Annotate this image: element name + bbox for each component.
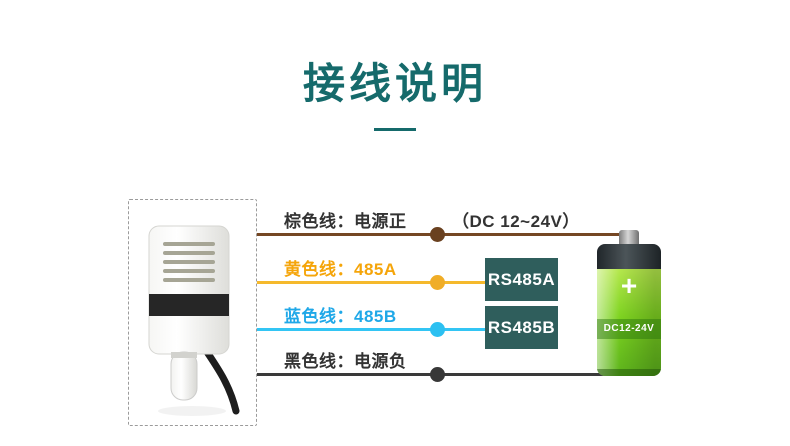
wire-label-blue: 蓝色线：485B [284, 307, 397, 326]
battery-voltage-label: DC12-24V [597, 319, 661, 339]
battery-body: + DC12-24V [597, 269, 661, 376]
device-probe [170, 351, 198, 401]
wire-note-dc-voltage: （DC 12~24V） [452, 212, 580, 231]
wire-label-yellow: 黄色线：485A [284, 260, 397, 279]
junction-dot-blue [430, 322, 445, 337]
wire-label-black: 黑色线：电源负 [284, 352, 407, 371]
wire-label-brown: 棕色线：电源正 [284, 212, 407, 231]
device-cable [203, 348, 240, 415]
terminal-rs485b: RS485B [485, 306, 558, 349]
battery-illustration: + DC12-24V [597, 230, 661, 376]
battery-plus-symbol: + [620, 270, 638, 301]
junction-dot-black [430, 367, 445, 382]
junction-dot-brown [430, 227, 445, 242]
device-vents [163, 242, 215, 282]
terminal-rs485a: RS485A [485, 258, 558, 301]
wire-yellow [257, 281, 486, 284]
device-shadow [158, 406, 226, 416]
device-band [149, 294, 229, 316]
title-divider [374, 128, 416, 131]
battery-top-cap [597, 244, 661, 269]
junction-dot-yellow [430, 275, 445, 290]
wire-blue [257, 328, 486, 331]
battery-positive-terminal [619, 230, 639, 245]
battery-base [597, 369, 661, 376]
probe-ring [171, 352, 197, 358]
page-title: 接线说明 [302, 60, 487, 107]
sensor-device-illustration [148, 225, 240, 416]
sensor-device-frame [128, 199, 257, 426]
